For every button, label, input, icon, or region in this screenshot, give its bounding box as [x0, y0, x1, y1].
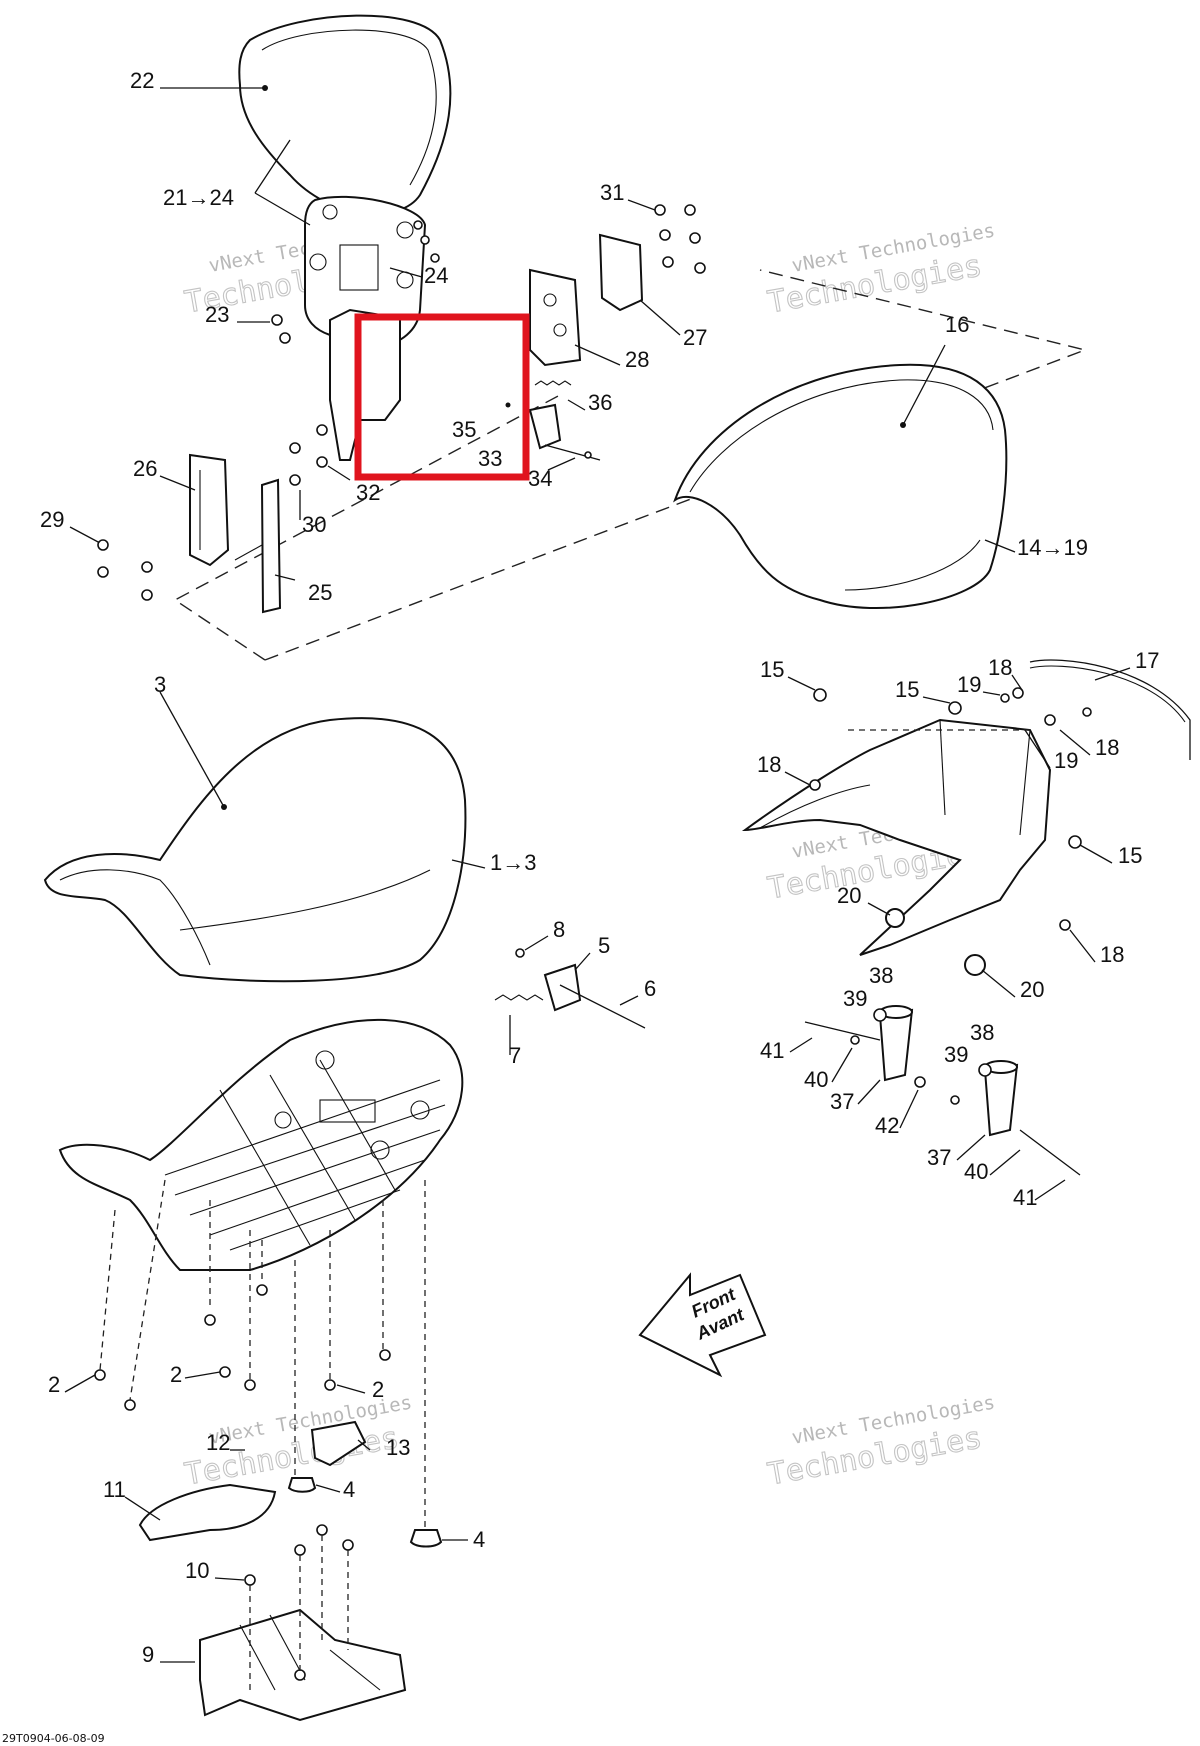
callout-label: 13: [386, 1435, 410, 1460]
fastener-leaders: [99, 1179, 426, 1530]
passenger-seat: [673, 344, 1016, 610]
callout-label: 29: [40, 507, 64, 532]
callout-label: 40: [964, 1159, 988, 1184]
driver-seat: [43, 691, 486, 983]
callout-label: 4: [473, 1527, 485, 1552]
callout-label: 25: [308, 580, 332, 605]
callout-label: 19: [1054, 748, 1078, 773]
callout-label: 14→19: [1017, 535, 1088, 560]
fasteners-2: [64, 1284, 391, 1411]
screws-23-24: [271, 220, 440, 344]
callout-label: 42: [875, 1113, 899, 1138]
callout-label: 41: [760, 1038, 784, 1063]
callout-label: 18: [1100, 942, 1124, 967]
callout-label: 26: [133, 456, 157, 481]
callout-label: 38: [869, 963, 893, 988]
callout-label: 4: [343, 1477, 355, 1502]
callout-label: 2: [170, 1362, 182, 1387]
skid-plate: [160, 1524, 407, 1722]
callout-label: 3: [154, 672, 166, 697]
callout-label: 5: [598, 933, 610, 958]
highlight-box: [354, 313, 530, 481]
callout-label: 2: [48, 1372, 60, 1397]
callout-label: 40: [804, 1067, 828, 1092]
latch-hardware: [505, 380, 601, 471]
callout-label: 15: [760, 657, 784, 682]
footer-code: 29T0904-06-08-09: [2, 1732, 105, 1745]
callout-label: 35: [452, 417, 476, 442]
backrest-pad: [160, 14, 452, 215]
callout-label: 41: [1013, 1185, 1037, 1210]
callout-label: 30: [302, 512, 326, 537]
callout-label: 8: [553, 917, 565, 942]
backrest-group-outline: [173, 269, 1088, 661]
front-arrow: Front Avant: [638, 1272, 767, 1378]
callout-label: 15: [1118, 843, 1142, 868]
callout-label: 33: [478, 446, 502, 471]
callout-label: 39: [843, 986, 867, 1011]
callout-label: 18: [988, 655, 1012, 680]
callout-label: 31: [600, 180, 624, 205]
callout-label: 12: [206, 1430, 230, 1455]
callout-label: 2: [372, 1377, 384, 1402]
callout-label: 19: [957, 672, 981, 697]
callout-label: 20: [837, 883, 861, 908]
handle-posts: [789, 1005, 1081, 1201]
callout-label: 11: [103, 1477, 126, 1502]
callout-label: 1→3: [490, 850, 536, 875]
hinge-bracket: [529, 199, 706, 367]
callout-label: 38: [970, 1020, 994, 1045]
callout-label: 9: [142, 1642, 154, 1667]
seat-latch-bracket: [494, 935, 646, 1055]
callout-label: 7: [509, 1043, 521, 1068]
small-parts-bottom: [124, 1420, 468, 1548]
callout-label: 36: [588, 390, 612, 415]
callout-label: 17: [1135, 648, 1159, 673]
callout-label: 18: [1095, 735, 1119, 760]
callout-label: 10: [185, 1558, 209, 1583]
callout-label: 18: [757, 752, 781, 777]
callout-label: 21→24: [163, 185, 234, 210]
callout-label: 15: [895, 677, 919, 702]
callout-label: 20: [1020, 977, 1044, 1002]
callout-label: 22: [130, 68, 154, 93]
callout-label: 37: [927, 1145, 951, 1170]
backrest-frame: [237, 139, 427, 461]
callout-label: 27: [683, 325, 707, 350]
callout-label: 37: [830, 1089, 854, 1114]
callout-label: 24: [424, 263, 448, 288]
callout-label: 6: [644, 976, 656, 1001]
callout-label: 23: [205, 302, 229, 327]
callout-label: 28: [625, 347, 649, 372]
callout-label: 16: [945, 312, 969, 337]
callout-label: 32: [356, 480, 380, 505]
callout-label: 34: [528, 466, 552, 491]
seat-base: [58, 1018, 464, 1271]
passenger-base: [741, 659, 1191, 998]
callout-label: 39: [944, 1042, 968, 1067]
backrest-posts: [69, 424, 351, 614]
